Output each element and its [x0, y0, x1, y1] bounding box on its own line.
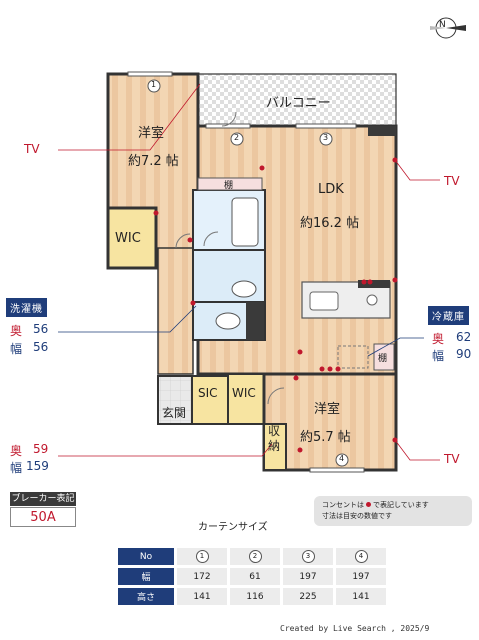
table-cell: 225	[283, 588, 333, 605]
hallway	[157, 247, 194, 375]
credit-text: Created by Live Search , 2025/9	[280, 624, 430, 633]
washer-width-label: 幅	[10, 342, 23, 356]
compass-icon	[430, 17, 466, 39]
window-2	[205, 123, 251, 129]
western-room-2-size: 約5.7 帖	[300, 430, 351, 445]
shelf-1-area	[197, 177, 263, 191]
kitchen-sink-icon	[309, 291, 339, 311]
breaker-title: ブレーカー表記	[10, 492, 76, 506]
wall-block	[358, 280, 390, 288]
wall-block	[368, 126, 396, 136]
note-line-1a: コンセントは	[322, 501, 364, 509]
shelf-1-label: 棚	[224, 181, 234, 191]
ldk-label: LDK	[318, 182, 344, 197]
balcony-area	[197, 73, 397, 127]
storage-depth-label: 奥	[10, 444, 23, 458]
table-row: No 1 2 3 4	[118, 548, 386, 565]
shelf-2-label: 棚	[378, 354, 388, 364]
window-number-3: 3	[323, 133, 329, 142]
window-4	[309, 467, 365, 473]
window-number-2: 2	[234, 133, 240, 142]
wic-2-label: WIC	[232, 386, 256, 400]
fridge-width-label: 幅	[432, 349, 445, 363]
storage-area	[263, 423, 287, 471]
entrance-label: 玄関	[162, 406, 187, 420]
storage-label: 収納	[268, 424, 281, 453]
bathtub	[231, 197, 259, 247]
table-cell: 197	[336, 568, 386, 585]
compass-label: N	[439, 20, 446, 30]
western-room-1-size: 約7.2 帖	[128, 154, 179, 169]
fridge-space	[337, 345, 369, 369]
washer-width: 56	[33, 340, 49, 354]
curtain-number-3: 3	[301, 550, 315, 563]
wic-1-area	[106, 206, 158, 270]
window-1	[127, 71, 173, 77]
ldk-size: 約16.2 帖	[300, 216, 360, 231]
entrance-area	[157, 375, 193, 425]
tv-label-3: TV	[444, 452, 460, 466]
wall-block	[246, 302, 264, 340]
balcony-label: バルコニー	[266, 96, 331, 111]
leader-lines	[58, 83, 440, 461]
table-cell: 141	[177, 588, 227, 605]
window-number-1: 1	[151, 80, 157, 89]
curtain-number-2: 2	[248, 550, 262, 563]
door-arc	[221, 111, 237, 127]
fridge-depth-label: 奥	[432, 332, 445, 346]
storage-depth: 59	[33, 442, 49, 456]
table-cell: 172	[177, 568, 227, 585]
outlet-legend-icon	[366, 502, 371, 507]
fridge-width: 90	[456, 347, 472, 361]
note-line-2: 寸法は目安の数値です	[322, 512, 392, 520]
curtain-row-label: 幅	[118, 568, 174, 585]
tv-label-1: TV	[24, 142, 40, 156]
table-cell: 197	[283, 568, 333, 585]
curtain-number-4: 4	[354, 550, 368, 563]
window-3	[295, 123, 357, 129]
sic-area	[191, 375, 229, 425]
fridge-title: 冷蔵庫	[428, 306, 469, 325]
washroom	[192, 249, 266, 303]
breaker-value: 50A	[10, 507, 76, 527]
window-number-markers	[147, 79, 349, 467]
shelf-2-area	[373, 343, 395, 371]
table-row: 幅 172 61 197 197	[118, 568, 386, 585]
western-room-2-label: 洋室	[314, 402, 341, 417]
door-arc	[175, 233, 191, 249]
curtain-header-no: No	[118, 548, 174, 565]
tv-label-2: TV	[444, 174, 460, 188]
table-cell: 61	[230, 568, 280, 585]
sink-icon	[231, 280, 257, 298]
table-row: 高さ 141 116 225 141	[118, 588, 386, 605]
legend-note: コンセントは で表記しています 寸法は目安の数値です	[314, 496, 472, 526]
sic-label: SIC	[198, 386, 218, 400]
window-number-4: 4	[339, 454, 345, 463]
washer-title: 洗濯機	[6, 298, 47, 317]
western-room-1-label: 洋室	[138, 126, 165, 141]
washer-depth-label: 奥	[10, 324, 23, 338]
curtain-title: カーテンサイズ	[198, 522, 268, 533]
door-arc	[267, 387, 285, 405]
note-line-1b: で表記しています	[373, 501, 429, 509]
wic-1-label: WIC	[115, 231, 141, 246]
table-cell: 141	[336, 588, 386, 605]
stove-icon	[366, 294, 378, 306]
washer-depth: 56	[33, 322, 49, 336]
outlet-markers	[153, 157, 398, 453]
table-cell: 116	[230, 588, 280, 605]
door-arc	[203, 231, 219, 247]
curtain-number-1: 1	[195, 550, 209, 563]
storage-width-label: 幅	[10, 461, 23, 475]
curtain-size-table: No 1 2 3 4 幅 172 61 197 197 高さ 141 116	[118, 545, 386, 608]
fridge-depth: 62	[456, 330, 472, 344]
curtain-row-label: 高さ	[118, 588, 174, 605]
toilet-icon	[215, 312, 241, 330]
storage-width: 159	[26, 459, 49, 473]
